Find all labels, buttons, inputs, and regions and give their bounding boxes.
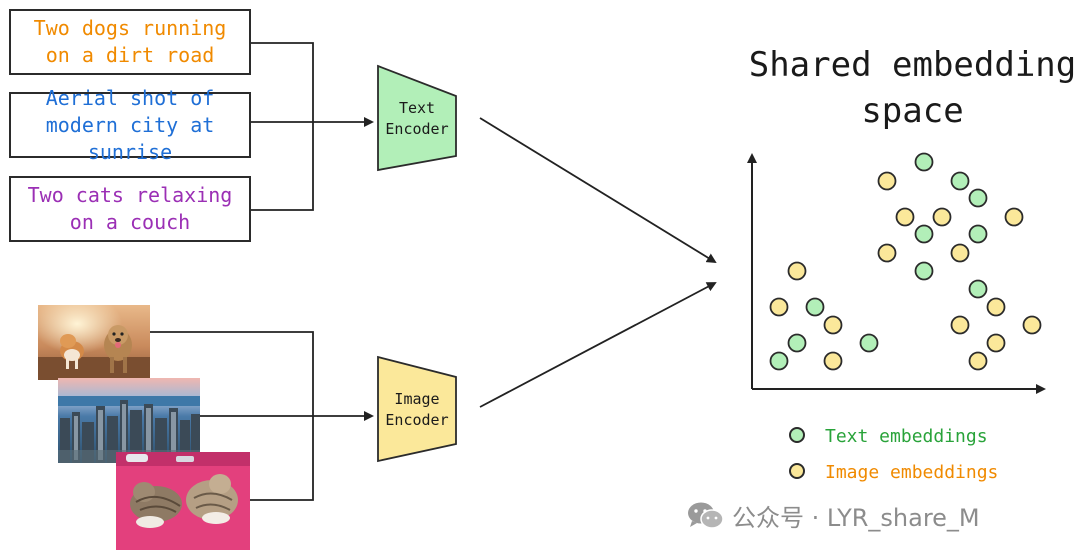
image-embedding-point (950, 243, 970, 263)
legend-image-label: Image embeddings (825, 462, 999, 483)
image-embedding-point (877, 171, 897, 191)
image-embedding-point (986, 333, 1006, 353)
image-embedding-point (823, 351, 843, 371)
text-embedding-point (805, 297, 825, 317)
text-embedding-point (914, 261, 934, 281)
legend-image-dot (789, 463, 805, 479)
caption-city: Aerial shot of modern city at sunrise (9, 86, 251, 164)
embedding-axes (747, 153, 1046, 394)
image-encoder-label: Image Encoder (385, 390, 449, 429)
image-embedding-point (1004, 207, 1024, 227)
text-encoder-shape (377, 64, 457, 172)
image-embedding-point (968, 351, 988, 371)
image-encoder-shape (377, 355, 457, 463)
image-embedding-point (787, 261, 807, 281)
dogs-photo (38, 305, 150, 380)
image-embedding-point (895, 207, 915, 227)
image-embedding-point (877, 243, 897, 263)
city-photo (58, 378, 200, 463)
text-encoder-label: Text Encoder (385, 99, 449, 138)
embedding-space-title: Shared embedding space (748, 45, 1077, 131)
text-embedding-point (950, 171, 970, 191)
encoder-to-space-arrows (479, 117, 717, 408)
legend-text-dot (789, 427, 805, 443)
caption-cats: Two cats relaxing on a couch (9, 176, 251, 242)
wechat-icon (688, 502, 724, 529)
text-embedding-point (787, 333, 807, 353)
caption-cats-text: Two cats relaxing on a couch (27, 183, 233, 234)
text-embedding-point (859, 333, 879, 353)
image-embedding-point (769, 297, 789, 317)
watermark-text: 公众号 · LYR_share_M (732, 504, 980, 532)
caption-city-text: Aerial shot of modern city at sunrise (45, 85, 215, 164)
legend-text-label: Text embeddings (825, 426, 988, 447)
text-embedding-point (769, 351, 789, 371)
text-embedding-point (968, 279, 988, 299)
image-embedding-point (932, 207, 952, 227)
cats-photo (116, 452, 250, 550)
caption-dogs-text: Two dogs running on a dirt road (33, 16, 227, 67)
text-embedding-point (968, 188, 988, 208)
image-embedding-point (950, 315, 970, 335)
watermark: 公众号 · LYR_share_M (686, 498, 980, 533)
image-embedding-point (823, 315, 843, 335)
image-connectors (150, 331, 374, 501)
text-embedding-point (968, 224, 988, 244)
image-embedding-point (1022, 315, 1042, 335)
text-embedding-point (914, 224, 934, 244)
text-connectors (250, 42, 374, 211)
text-embedding-point (914, 152, 934, 172)
embedding-points (769, 152, 1042, 371)
caption-dogs: Two dogs running on a dirt road (9, 9, 251, 75)
image-embedding-point (986, 297, 1006, 317)
